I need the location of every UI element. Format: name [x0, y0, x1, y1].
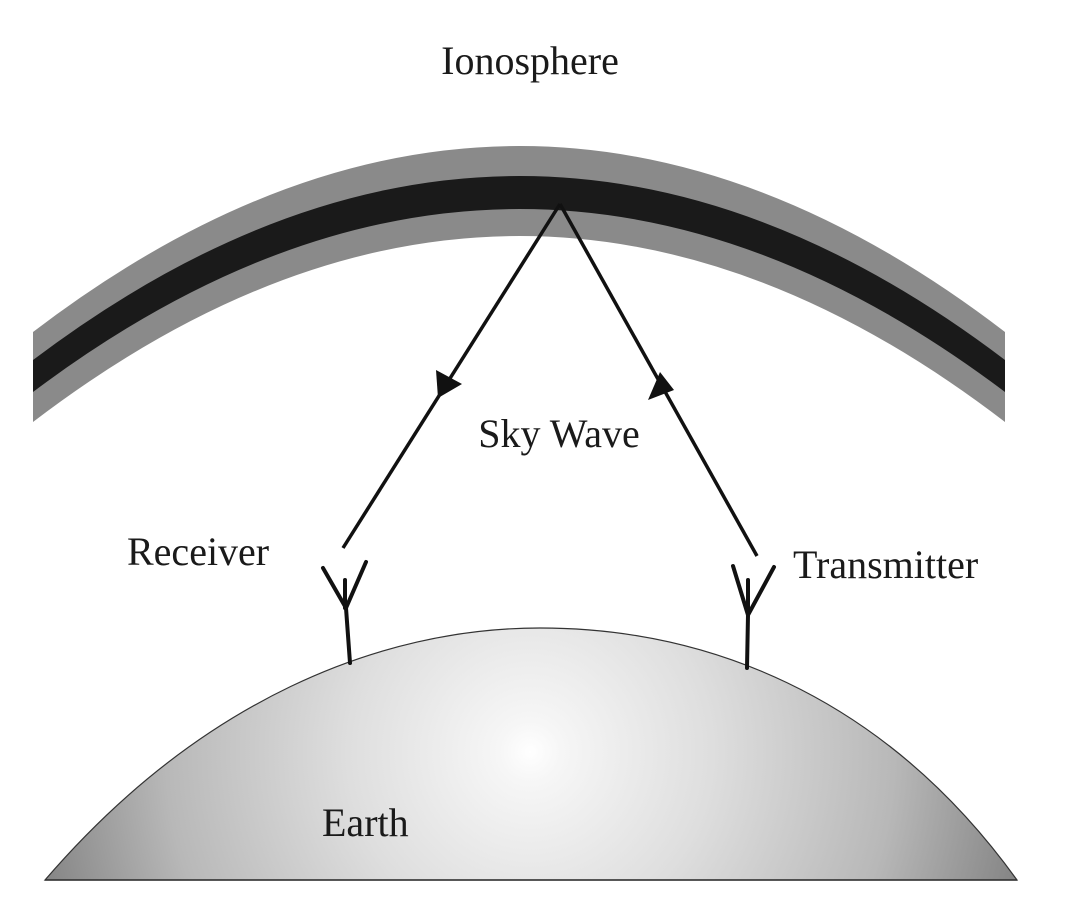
- sky-wave-label: Sky Wave: [478, 411, 640, 456]
- ionosphere-inner-layer: [33, 176, 1005, 392]
- transmitter-antenna-icon: [731, 564, 776, 670]
- earth-dome: [43, 627, 1019, 881]
- ionosphere-label: Ionosphere: [441, 38, 619, 83]
- ionosphere-outer-layer: [33, 146, 1005, 422]
- receiver-antenna-icon: [321, 560, 368, 665]
- up-arrow-icon: [648, 372, 674, 400]
- earth-label: Earth: [322, 800, 409, 845]
- transmitter-label: Transmitter: [793, 542, 978, 587]
- receiver-label: Receiver: [127, 529, 269, 574]
- sky-wave-down-ray: [341, 203, 562, 549]
- down-arrow-icon: [436, 370, 462, 398]
